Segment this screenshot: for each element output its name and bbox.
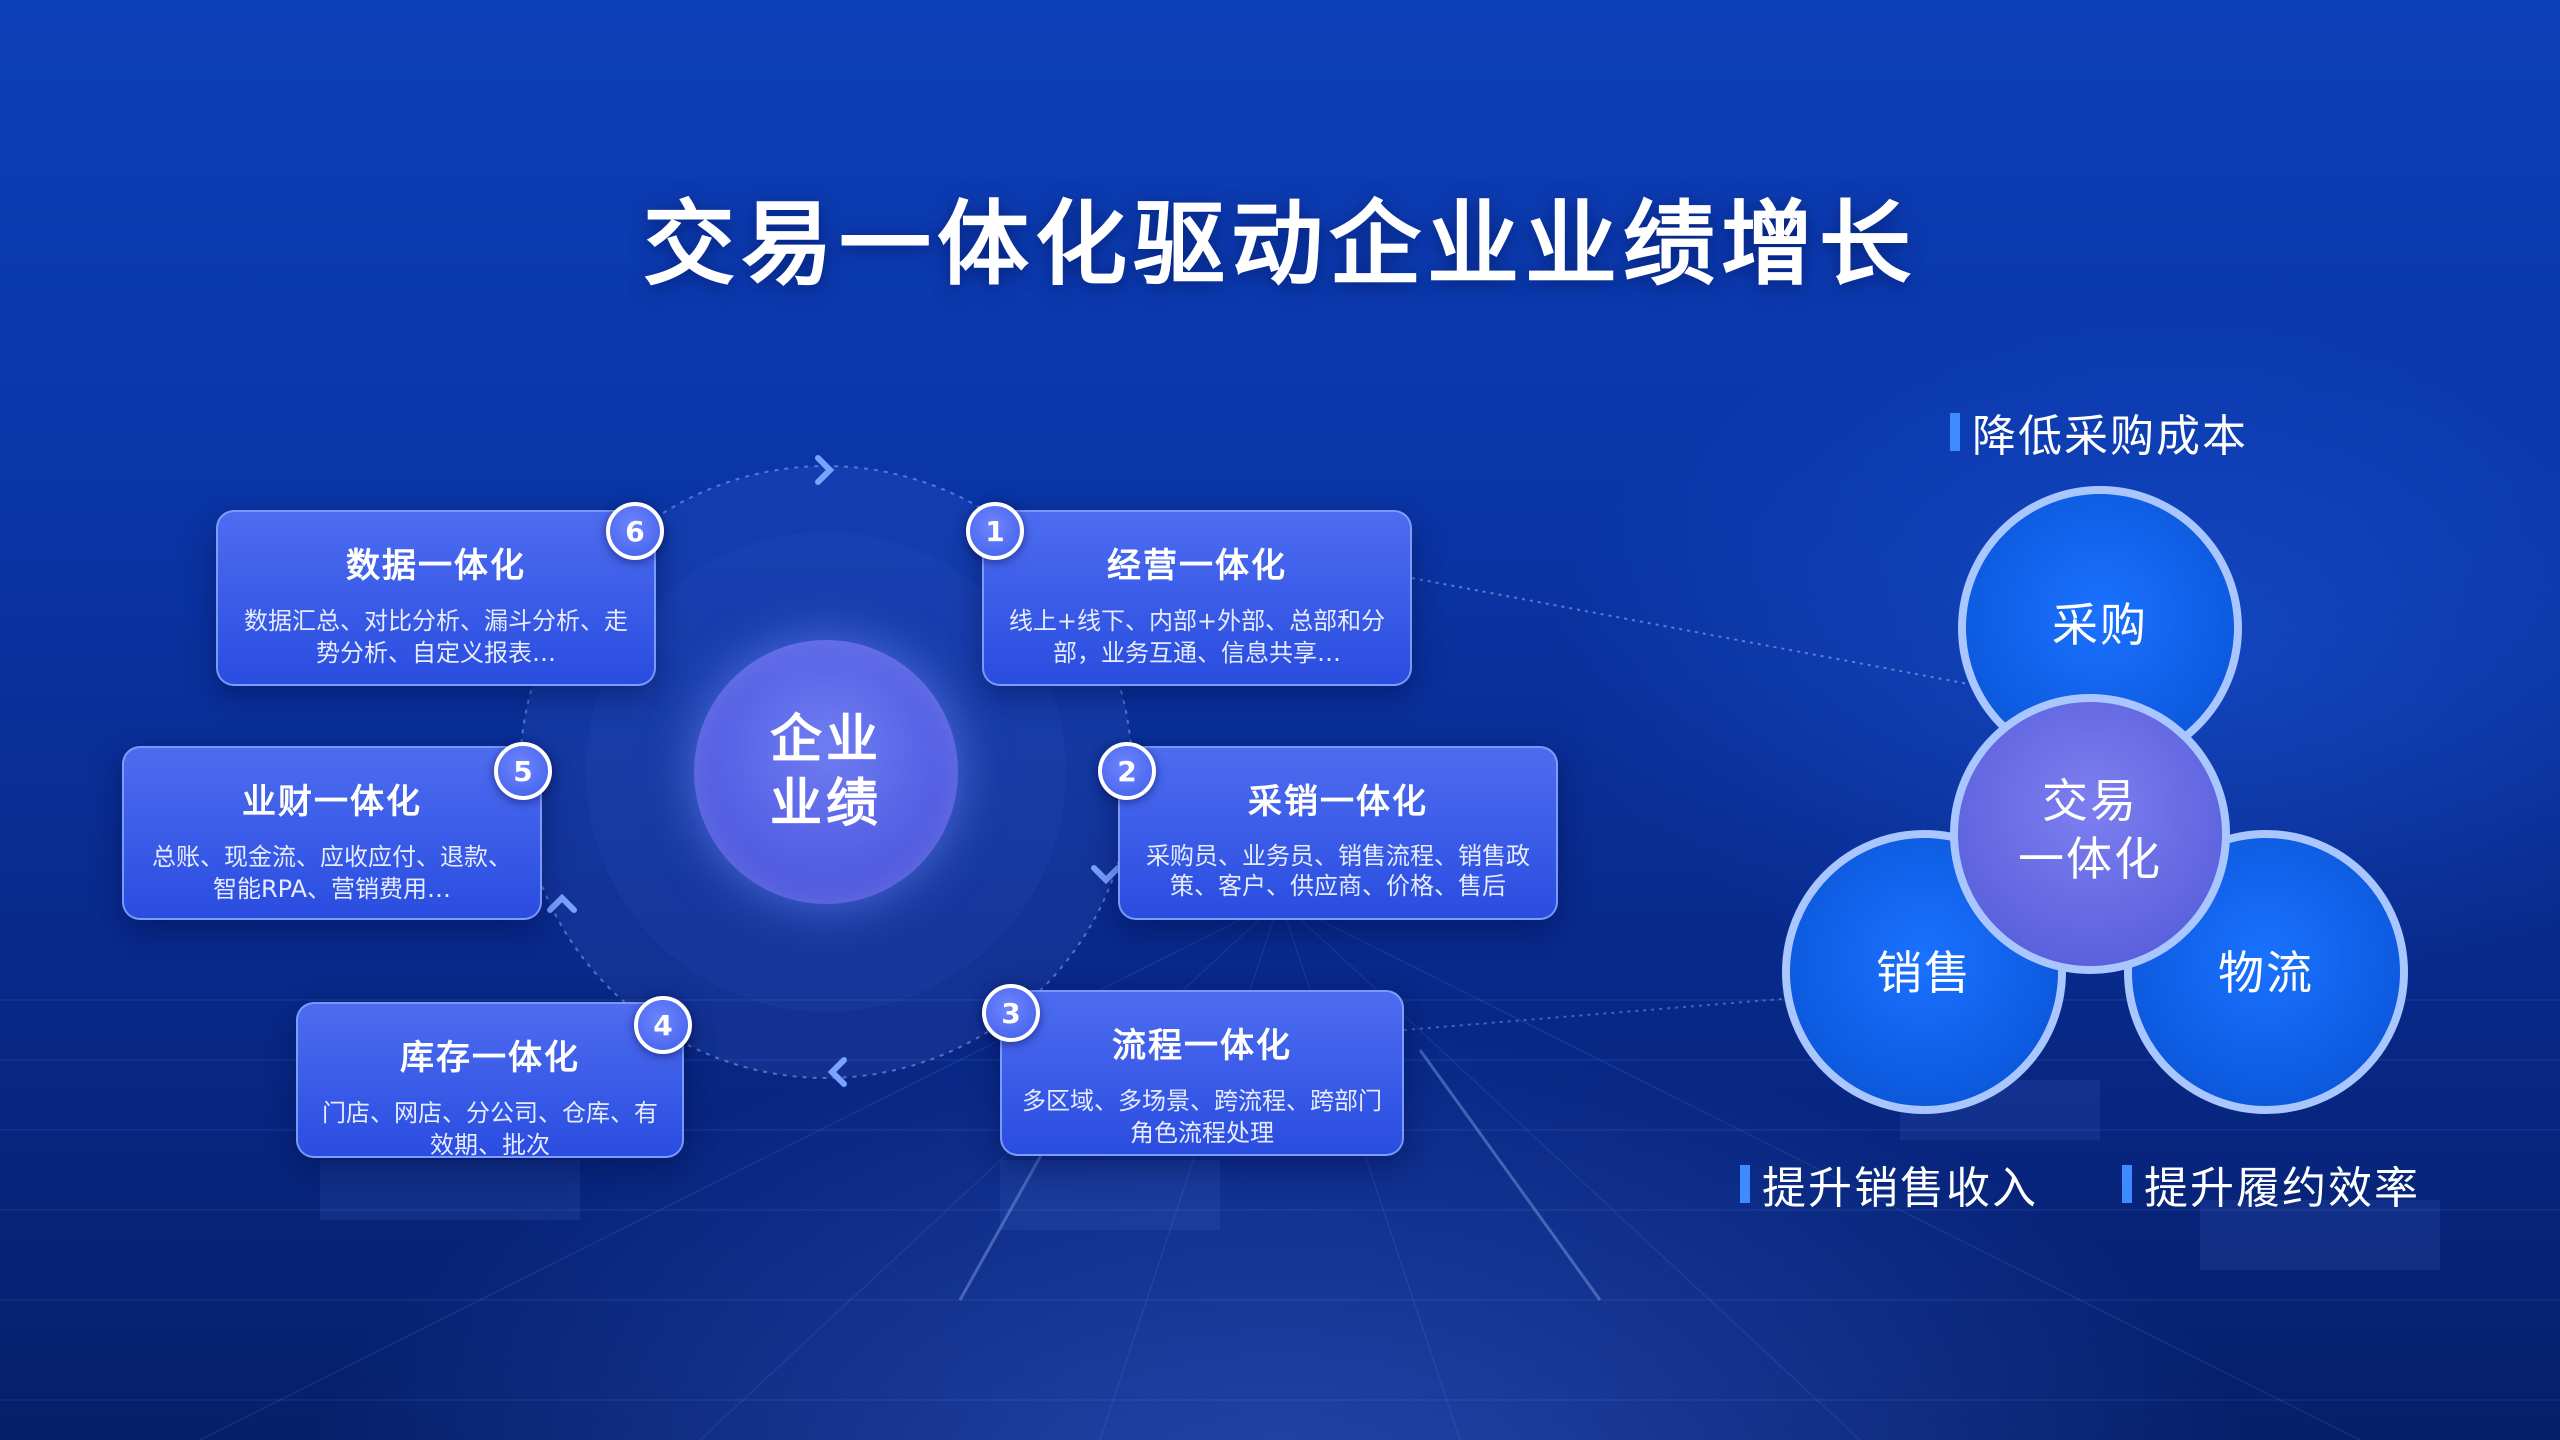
card-title: 数据一体化 — [346, 546, 526, 586]
center-circle: 企业 业绩 — [694, 640, 958, 904]
step-badge-4: 4 — [634, 996, 692, 1054]
benefit-reduce-purchase-cost: 降低采购成本 — [1950, 400, 2248, 464]
step-badge-6: 6 — [606, 502, 664, 560]
card-desc: 采购员、业务员、销售流程、销售政策、客户、供应商、价格、售后 — [1146, 842, 1530, 900]
step-badge-2: 2 — [1098, 742, 1156, 800]
step-badge-3: 3 — [982, 984, 1040, 1042]
accent-bar — [2122, 1165, 2132, 1203]
benefit-label: 提升履约效率 — [2144, 1163, 2420, 1214]
page-title: 交易一体化驱动企业业绩增长 — [642, 191, 1917, 298]
venn-label-logistics: 物流 — [2218, 946, 2314, 1000]
card-inventory-integration: 库存一体化 门店、网店、分公司、仓库、有效期、批次 — [296, 1002, 684, 1159]
card-title: 采销一体化 — [1248, 782, 1428, 822]
card-title: 业财一体化 — [242, 782, 422, 822]
card-desc: 门店、网店、分公司、仓库、有效期、批次 — [322, 1099, 658, 1159]
venn-label-sales: 销售 — [1876, 946, 1972, 1000]
card-title: 库存一体化 — [400, 1038, 580, 1078]
center-label: 企业 业绩 — [769, 710, 882, 834]
benefit-label: 提升销售收入 — [1762, 1163, 2038, 1214]
card-title: 流程一体化 — [1112, 1026, 1292, 1066]
card-title: 经营一体化 — [1107, 546, 1287, 586]
benefit-increase-sales: 提升销售收入 — [1740, 1152, 2038, 1216]
benefit-label: 降低采购成本 — [1972, 411, 2248, 462]
card-finance-integration: 业财一体化 总账、现金流、应收应付、退款、智能RPA、营销费用… — [122, 746, 542, 920]
card-desc: 总账、现金流、应收应付、退款、智能RPA、营销费用… — [152, 843, 512, 903]
accent-bar — [1950, 413, 1960, 451]
card-process-integration: 流程一体化 多区域、多场景、跨流程、跨部门角色流程处理 — [1000, 990, 1404, 1156]
card-data-integration: 数据一体化 数据汇总、对比分析、漏斗分析、走势分析、自定义报表… — [216, 510, 656, 686]
benefit-improve-fulfillment: 提升履约效率 — [2122, 1152, 2420, 1216]
accent-bar — [1740, 1165, 1750, 1203]
step-badge-1: 1 — [966, 502, 1024, 560]
card-operation-integration: 经营一体化 线上+线下、内部+外部、总部和分部，业务互通、信息共享… — [982, 510, 1412, 686]
card-desc: 多区域、多场景、跨流程、跨部门角色流程处理 — [1022, 1087, 1382, 1147]
venn-label-center: 交易 一体化 — [2018, 774, 2162, 886]
card-desc: 线上+线下、内部+外部、总部和分部，业务互通、信息共享… — [1008, 607, 1386, 667]
card-purchase-sales-integration: 采销一体化 采购员、业务员、销售流程、销售政策、客户、供应商、价格、售后 — [1118, 746, 1558, 920]
venn-circle-center — [1950, 694, 2230, 974]
card-desc: 数据汇总、对比分析、漏斗分析、走势分析、自定义报表… — [244, 607, 628, 667]
venn-label-purchase: 采购 — [2052, 598, 2148, 652]
step-badge-5: 5 — [494, 742, 552, 800]
